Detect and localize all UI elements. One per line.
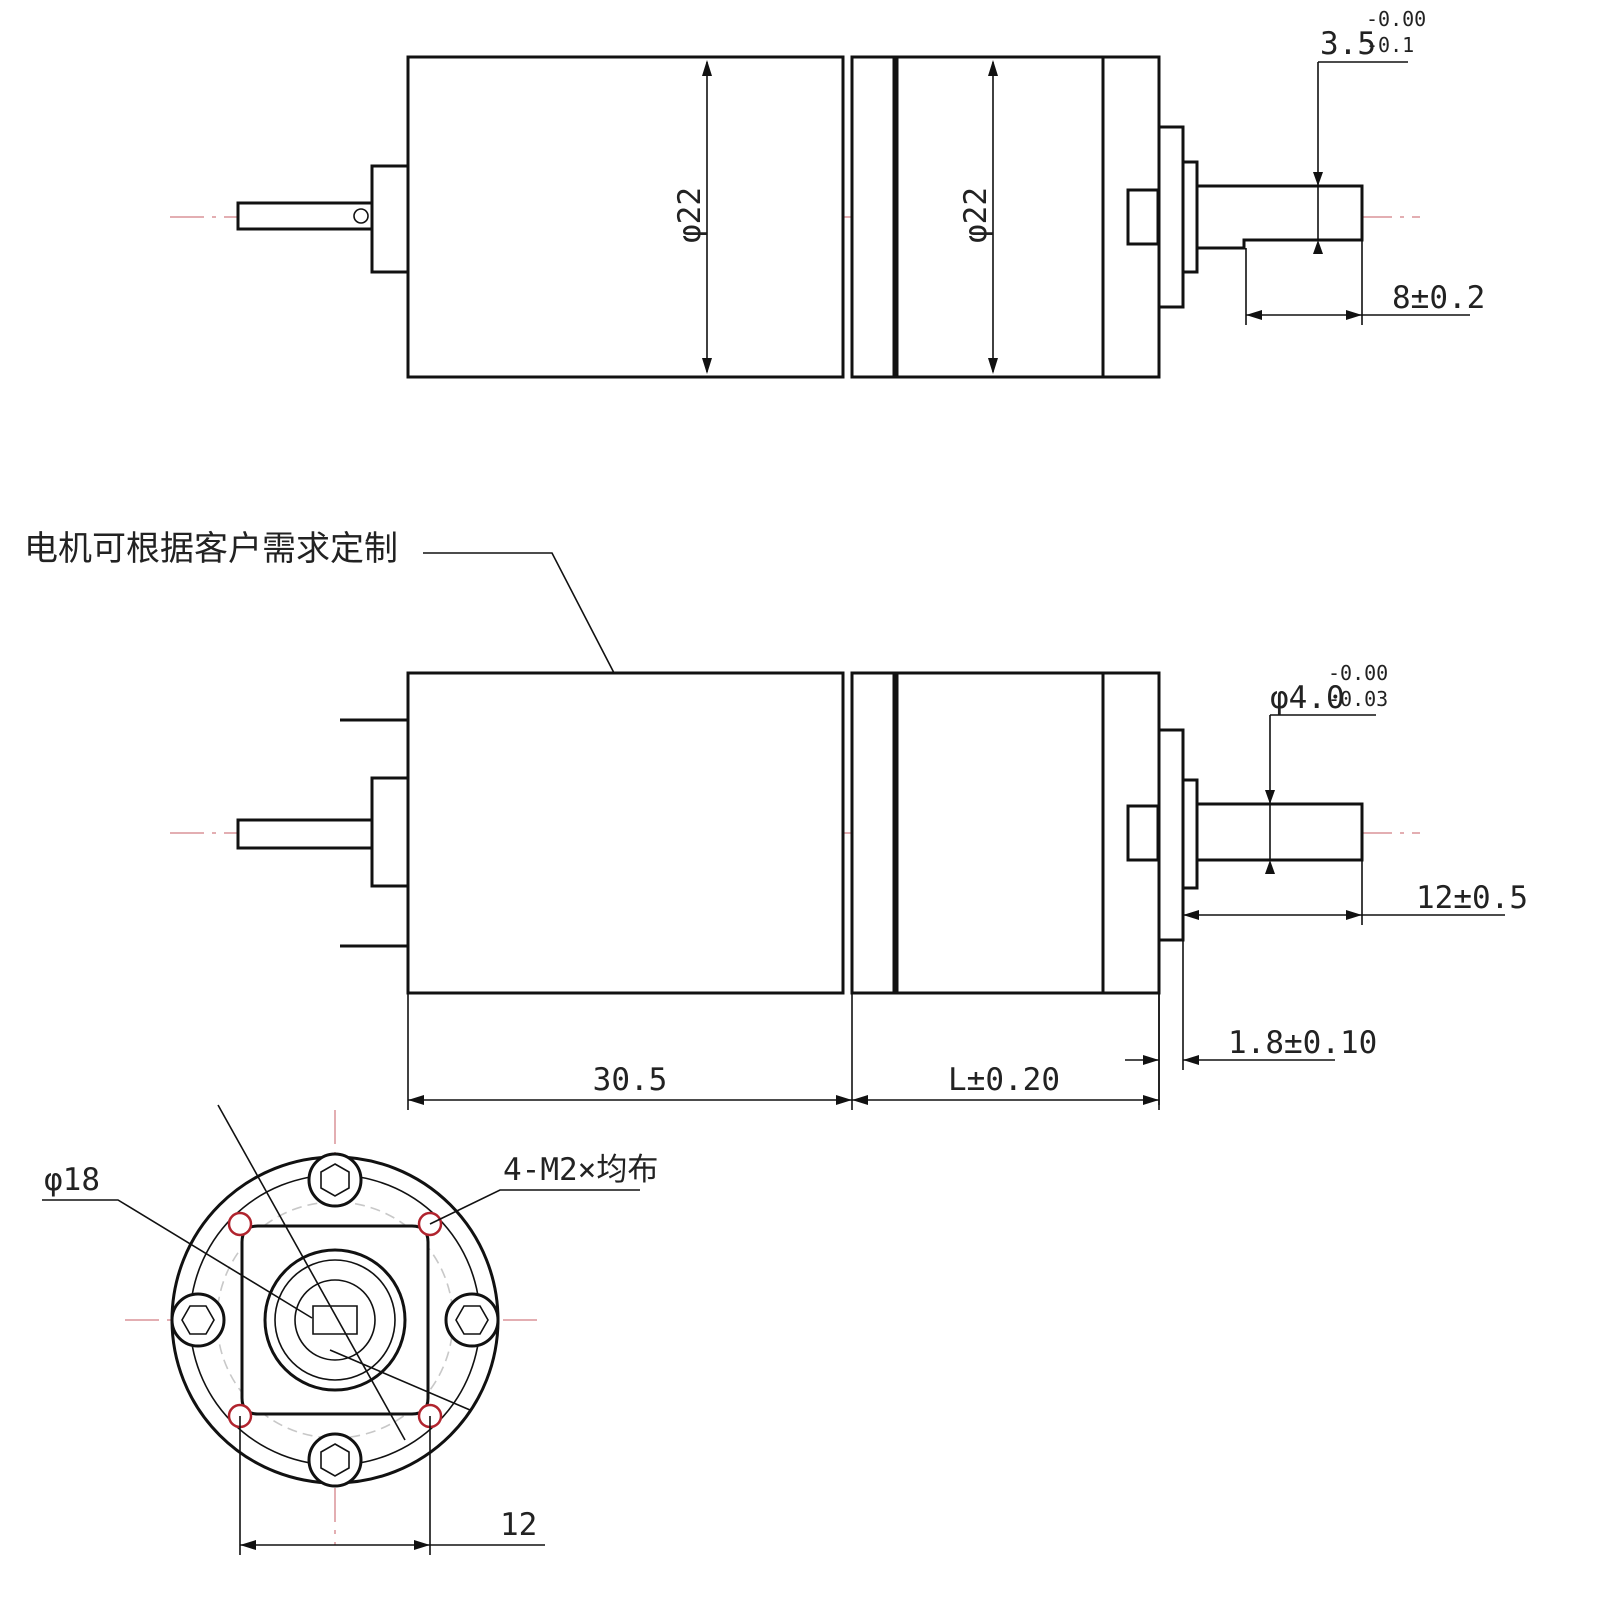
screw-right	[444, 1292, 500, 1348]
end-shaft-circle	[294, 1279, 376, 1361]
front-shaft-dia-tol-lower: -0.03	[1328, 687, 1388, 711]
screw-top	[307, 1152, 363, 1208]
front-view: 电机可根据客户需求定制 φ4.0 -0.00 -0.03 12±	[24, 529, 1528, 1110]
front-shaft-len-label: 12±0.5	[1416, 880, 1528, 916]
top-ring-band	[850, 55, 896, 379]
top-flange	[1157, 125, 1185, 309]
front-gearbox-body	[895, 671, 1105, 995]
front-flange-key	[1126, 804, 1160, 862]
front-shaft-dia-tol-upper: -0.00	[1328, 661, 1388, 685]
top-boss	[1181, 160, 1199, 274]
front-rear-bushing	[370, 776, 412, 888]
screw-spec-leader	[429, 1189, 640, 1225]
screw-spec-leader-2	[329, 1349, 471, 1411]
top-motor-dia-label: φ22	[672, 187, 708, 243]
front-boss	[1181, 778, 1199, 890]
end-boss-inner	[274, 1259, 396, 1381]
front-motor-body	[406, 671, 845, 995]
front-boss-height-label: 1.8±0.10	[1228, 1025, 1377, 1061]
top-flat-tol-lower: -0.1	[1366, 33, 1414, 57]
top-output-shaft	[1195, 184, 1364, 250]
front-rear-shaft	[236, 818, 375, 850]
m2-hole-top-left	[227, 1211, 253, 1237]
screw-spec-label: 4-M2×均布	[503, 1152, 658, 1188]
front-flange	[1157, 728, 1185, 942]
screw-bottom	[307, 1432, 363, 1488]
top-shaft-len-label: 8±0.2	[1392, 280, 1485, 316]
hole-spacing-label: 12	[500, 1507, 537, 1543]
boss-dia-leader	[42, 1199, 313, 1319]
end-shaft-flat	[312, 1305, 358, 1335]
top-flange-key	[1126, 188, 1160, 246]
top-rear-bushing	[370, 164, 412, 274]
gearbox-length-label: L±0.20	[948, 1062, 1060, 1098]
end-view: φ18 4-M2×均布 12	[42, 1104, 658, 1555]
end-diagonal-line	[217, 1104, 406, 1441]
front-shaft-dia-label: φ4.0	[1270, 680, 1345, 716]
top-flat-tol-upper: -0.00	[1366, 7, 1426, 31]
top-view: φ22 φ22 3.5 -0.00 -0.1 8±0.2	[170, 7, 1485, 379]
screw-left	[170, 1292, 226, 1348]
top-gearbox-dia-label: φ22	[958, 187, 994, 243]
boss-dia-label: φ18	[44, 1162, 100, 1198]
end-boss-outer	[263, 1248, 407, 1392]
customization-note: 电机可根据客户需求定制	[24, 529, 398, 569]
motor-length-label: 30.5	[593, 1062, 668, 1098]
front-output-shaft	[1195, 802, 1364, 862]
top-rear-shaft	[236, 201, 375, 231]
top-rear-shaft-hole	[353, 208, 369, 224]
top-motor-body	[406, 55, 845, 379]
note-leader-line	[423, 552, 629, 701]
front-ring-band	[850, 671, 896, 995]
top-gearbox-body	[895, 55, 1105, 379]
top-flat-dim-label: 3.5	[1320, 26, 1376, 62]
